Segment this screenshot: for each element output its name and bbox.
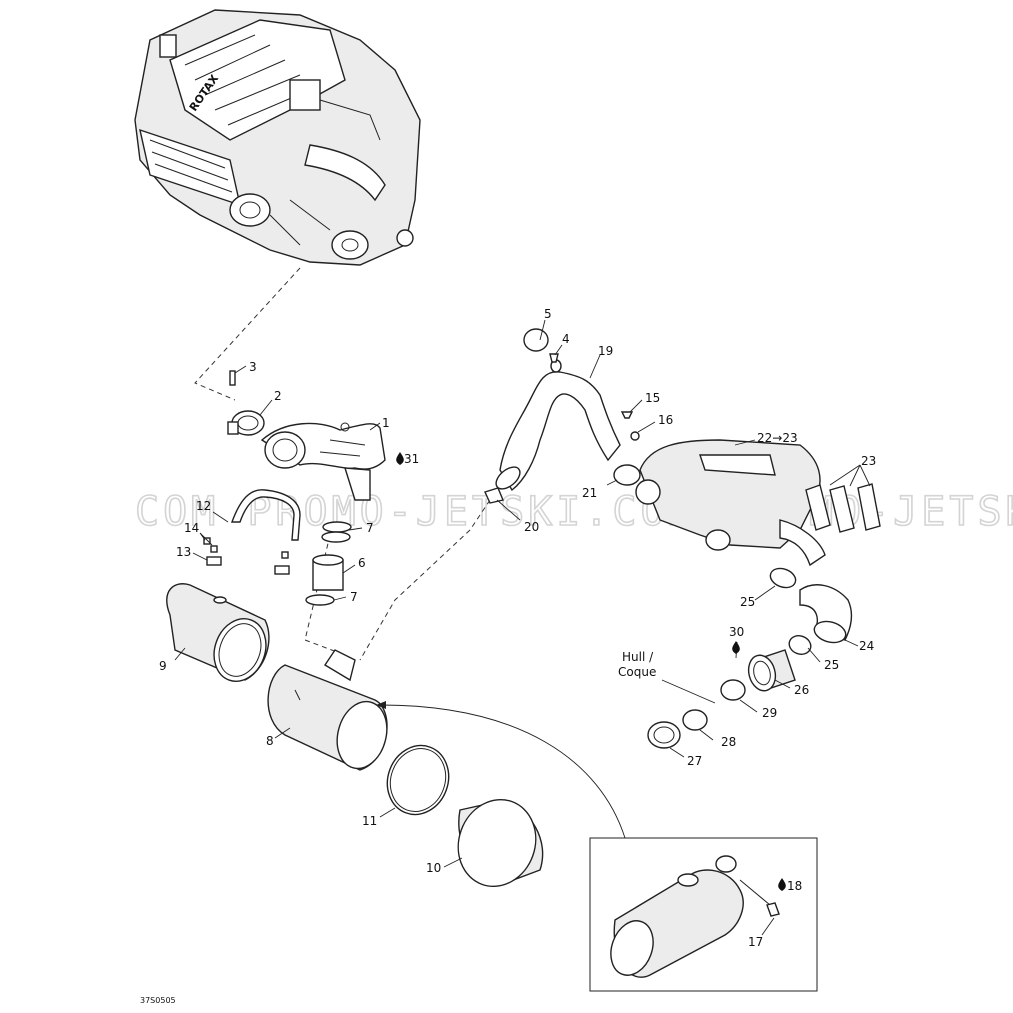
part-27-nut xyxy=(647,721,681,749)
part-29-gasket xyxy=(720,679,746,701)
part-3-stud xyxy=(229,370,236,386)
part-2-clamp xyxy=(227,410,265,436)
part-17-fitting xyxy=(766,902,780,917)
callout-25-upper: 25 xyxy=(740,595,755,609)
part-14-fitting-c xyxy=(281,551,289,559)
part-7-clamp-upper-b xyxy=(321,531,351,543)
part-19-outlet-hose xyxy=(495,359,621,492)
sealant-drop-icon xyxy=(396,452,404,465)
callout-19: 19 xyxy=(598,344,613,358)
callout-25-lower: 25 xyxy=(824,658,839,672)
hull-label-line-1: Hull / xyxy=(622,650,654,664)
part-28-gasket xyxy=(682,709,708,731)
muffler-to-pipe-dashed-line xyxy=(359,499,491,661)
callout-24: 24 xyxy=(859,639,874,653)
callout-31: 31 xyxy=(404,452,419,466)
engine-illustration: ROTAX xyxy=(134,9,421,266)
callout-30: 30 xyxy=(729,625,744,639)
part-22-water-box xyxy=(635,439,826,567)
callout-leaders xyxy=(174,319,871,936)
callout-15: 15 xyxy=(645,391,660,405)
callout-12: 12 xyxy=(196,499,211,513)
part-8-muffler xyxy=(267,649,388,771)
part-10-end-cap xyxy=(457,798,544,888)
callout-28: 28 xyxy=(721,735,736,749)
callout-1: 1 xyxy=(382,416,390,430)
part-21-clamp xyxy=(613,464,641,486)
callout-3: 3 xyxy=(249,360,257,374)
part-13-bracket xyxy=(206,556,222,566)
callout-26: 26 xyxy=(794,683,809,697)
part-14-fitting xyxy=(203,537,211,545)
sealant-drop-icon xyxy=(778,878,786,891)
callout-20: 20 xyxy=(524,520,539,534)
part-16-washer xyxy=(630,431,640,441)
engine-to-manifold-dashed-line xyxy=(194,267,301,401)
callout-6: 6 xyxy=(358,556,366,570)
callout-7-upper: 7 xyxy=(366,521,374,535)
callout-22-to-23: 22→23 xyxy=(757,431,798,445)
callout-11: 11 xyxy=(362,814,377,828)
part-26-outlet-fitting xyxy=(747,649,796,692)
callout-7-lower: 7 xyxy=(350,590,358,604)
callout-17: 17 xyxy=(748,935,763,949)
callout-4: 4 xyxy=(562,332,570,346)
part-7-clamp-lower xyxy=(305,594,335,606)
callout-29: 29 xyxy=(762,706,777,720)
callout-27: 27 xyxy=(687,754,702,768)
part-12-hose xyxy=(231,489,301,541)
inset-detail-box xyxy=(589,837,818,992)
callout-21: 21 xyxy=(582,486,597,500)
part-6-sleeve xyxy=(312,554,344,591)
part-23-strips xyxy=(805,483,881,533)
part-9-muffler-shell xyxy=(166,583,270,682)
callout-10: 10 xyxy=(426,861,441,875)
drawing-code: 37S0505 xyxy=(140,996,176,1005)
arrowhead xyxy=(376,701,386,709)
callout-13: 13 xyxy=(176,545,191,559)
part-1-exhaust-pipe xyxy=(260,422,386,501)
part-4-nut xyxy=(549,353,559,363)
callout-16: 16 xyxy=(658,413,673,427)
part-11-gasket xyxy=(386,744,450,816)
part-13-bracket-b xyxy=(274,565,290,575)
part-20-gasket xyxy=(484,487,504,504)
callout-14: 14 xyxy=(184,521,199,535)
inset-to-muffler-arrow xyxy=(379,704,626,839)
callout-23: 23 xyxy=(861,454,876,468)
callout-5: 5 xyxy=(544,307,552,321)
manifold-to-muffler-dashed-line xyxy=(304,534,346,656)
hull-label-line-2: Coque xyxy=(618,665,656,679)
callout-2: 2 xyxy=(274,389,282,403)
part-5-clamp xyxy=(523,328,549,352)
part-15-screw xyxy=(620,411,634,419)
part-25-clamp-lower xyxy=(788,635,812,655)
part-25-clamp-upper xyxy=(769,567,797,589)
part-7-clamp-upper xyxy=(322,521,352,533)
sealant-drop-icon xyxy=(732,641,740,654)
callout-9: 9 xyxy=(159,659,167,673)
callout-18: 18 xyxy=(787,879,802,893)
callout-8: 8 xyxy=(266,734,274,748)
part-14-fitting-b xyxy=(210,545,218,553)
part-24-elbow-hose xyxy=(799,584,853,644)
